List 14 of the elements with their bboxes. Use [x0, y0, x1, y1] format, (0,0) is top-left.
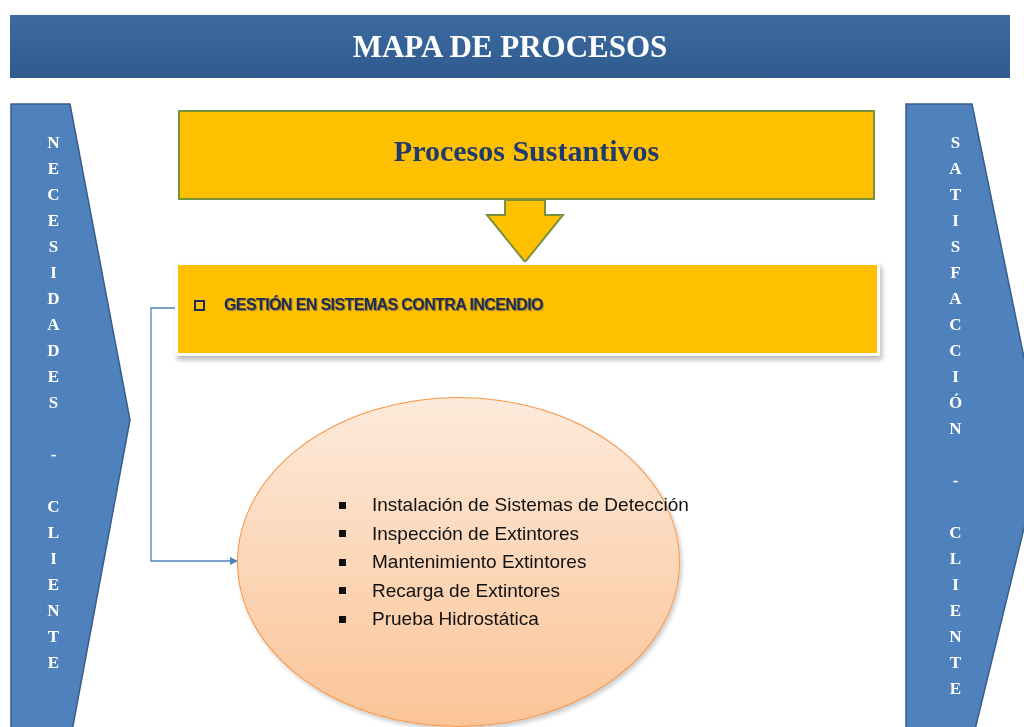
process-header-box [178, 110, 875, 200]
list-item: Instalación de Sistemas de Detección [372, 493, 689, 517]
list-item: Prueba Hidrostática [372, 607, 539, 631]
block-arrow [484, 199, 566, 264]
title-text: MAPA DE PROCESOS [352, 28, 668, 65]
list-item: Recarga de Extintores [372, 578, 560, 603]
process-bar [178, 265, 877, 353]
vertical-label: NECESIDADES - CLIENTE [43, 133, 63, 679]
process-title: GESTIÓN EN SISTEMAS CONTRA INCENDIO [224, 296, 543, 314]
list-item: Mantenimiento Extintores [372, 550, 587, 574]
connector-arrow [150, 307, 238, 565]
list-item: Inspección de Extintores [372, 521, 579, 546]
vertical-label: SATISFACCIÓN - CLIENTE [945, 133, 965, 705]
header-text: Procesos Sustantivos [393, 134, 660, 168]
